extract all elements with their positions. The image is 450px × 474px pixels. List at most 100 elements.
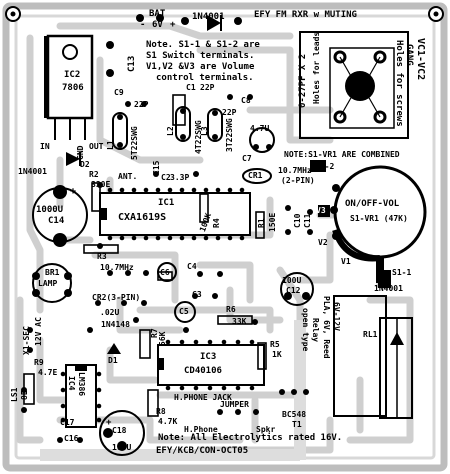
label-hphone-jack: H.PHONE JACK — [174, 393, 232, 402]
label-c16: C16 — [64, 434, 79, 443]
label-r1-val: 150E — [268, 212, 277, 232]
c12-capacitor — [280, 272, 314, 306]
label-ic4-part: LM386 — [77, 372, 86, 397]
label-vol-switch: ON/OFF-VOL — [345, 199, 400, 209]
label-d2: D2 — [80, 160, 90, 169]
label-ls1: LS1 — [10, 387, 19, 402]
label-ic1: IC1 — [158, 198, 175, 208]
label-relay-2: PLA, 6V, Reed — [322, 296, 331, 359]
label-t1: T1 — [292, 420, 302, 429]
label-v1: V1 — [341, 257, 351, 266]
label-c8: C8 — [241, 96, 251, 105]
note-top-3: V1,V2 &V3 are Volume — [146, 62, 255, 72]
label-d-1n4148: 1N4148 — [101, 320, 130, 329]
label-holes-leads: Holes for leads — [312, 31, 321, 104]
label-c18-val: 100U — [112, 443, 132, 452]
c5-capacitor — [174, 301, 196, 323]
note-top-4: control terminals. — [156, 73, 254, 83]
label-r4: R4 — [212, 218, 221, 228]
label-c1: C1 — [186, 83, 196, 92]
label-r6: R6 — [226, 305, 236, 314]
label-in: IN — [40, 142, 50, 151]
label-c12: C12 — [286, 286, 301, 295]
label-r7-val: 56K — [158, 331, 167, 346]
label-r3: R3 — [97, 252, 107, 261]
label-bat-v: 6V — [152, 20, 163, 30]
label-cr1: CR1 — [248, 171, 263, 180]
label-r5: R5 — [270, 340, 280, 349]
label-l3-turns: 3T22SWG — [225, 118, 234, 152]
label-bat-plus: + — [170, 20, 176, 30]
label-c6: C6 — [160, 268, 170, 277]
label-c12-val: 100U — [282, 276, 302, 285]
label-r6-val: 33K — [232, 317, 247, 326]
label-lamp: LAMP — [38, 279, 58, 288]
label-r9-val: 4.7E — [38, 368, 58, 377]
c7-capacitor — [249, 127, 275, 153]
ic2-regulator — [44, 34, 94, 140]
ic4-chip — [65, 364, 97, 428]
br1-lamp — [32, 263, 72, 303]
ic3-chip — [157, 344, 265, 386]
note-bottom: Note: All Electrolytics rated 16V. — [158, 433, 343, 443]
label-c9: C9 — [114, 88, 124, 97]
label-bat: BAT — [149, 9, 166, 19]
label-cr2: CR2(3-PIN) — [92, 293, 141, 302]
label-ls1-val: 8E — [20, 390, 29, 400]
label-ant: ANT. — [118, 172, 138, 181]
label-relay-3: Relay — [311, 318, 320, 343]
label-hphone: H.Phone — [184, 425, 218, 434]
label-r2: R2 — [89, 170, 99, 179]
label-c9-val: 22P — [134, 100, 149, 109]
label-c11: C11 — [303, 213, 312, 228]
note-combined: NOTE:S1-VR1 ARE COMBINED — [284, 150, 400, 159]
label-c1-val: 22P — [200, 83, 215, 92]
rl1-relay — [333, 295, 413, 419]
label-c17: C17 — [60, 418, 75, 427]
label-vc-val: 0-27PF X 2 — [298, 53, 308, 108]
label-d-1n4001-top: 1N4001 — [192, 12, 225, 22]
board-footer: EFY/KCB/CON-OCT05 — [156, 446, 249, 456]
label-r8-val: 4.7K — [158, 417, 178, 426]
label-l1: L1 — [106, 140, 115, 150]
label-ic2: IC2 — [64, 70, 81, 80]
label-d-1n4001-left: 1N4001 — [18, 167, 47, 176]
note-top-2: S1 Switch terminals. — [146, 51, 255, 61]
board-title: EFY FM RXR w MUTING — [254, 10, 357, 20]
label-c-02: .02U — [100, 308, 120, 317]
label-l3: L3 — [200, 126, 209, 136]
label-c18-plus: + — [106, 418, 112, 428]
label-relay-1: 6V-12V — [332, 302, 341, 331]
ic1-chip — [99, 192, 251, 236]
label-r1: R1 — [257, 218, 266, 228]
label-x1: X1-SEC — [22, 326, 31, 355]
pads — [21, 14, 313, 443]
label-c13: C13 — [127, 55, 137, 72]
label-l2: L2 — [166, 126, 175, 136]
label-ic2-part: 7806 — [62, 83, 84, 93]
label-ic4: IC4 — [67, 376, 76, 391]
diodes — [66, 15, 391, 354]
note-top-1: Note. S1-1 & S1-2 are — [146, 40, 260, 50]
label-spkr: Spkr — [256, 425, 276, 434]
label-c14: C14 — [48, 216, 65, 226]
label-r8: R8 — [156, 407, 166, 416]
cr1-crystal — [242, 168, 272, 184]
label-cr2-val: 10.7MHz — [100, 263, 134, 272]
label-holes-screws: Holes for screws — [394, 40, 404, 127]
label-s1-2: S1-2 — [315, 162, 335, 171]
c18-capacitor — [99, 410, 145, 456]
label-ic3: IC3 — [200, 352, 217, 362]
label-gnd: GND — [76, 145, 85, 160]
vc-gang-capacitor — [299, 31, 409, 139]
label-c18: C18 — [112, 426, 127, 435]
label-c3: C3 — [192, 290, 202, 299]
label-c14-val: 1000U — [36, 205, 64, 215]
volume-pot-s1-vr1 — [333, 165, 427, 259]
label-relay-4: open type — [301, 308, 310, 352]
label-xtal-pin: (2-PIN) — [281, 176, 315, 185]
label-ic1-part: CXA1619S — [118, 212, 167, 223]
